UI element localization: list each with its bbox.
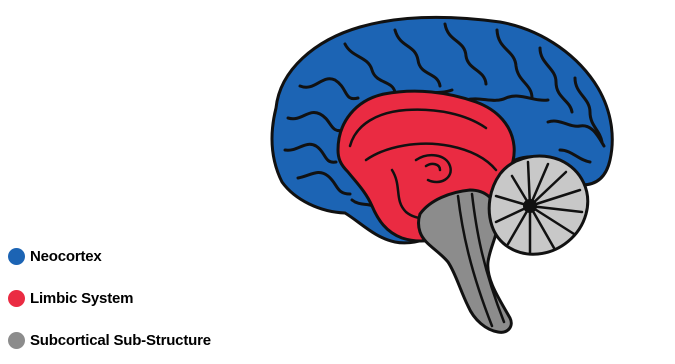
legend-label: Limbic System (30, 290, 133, 307)
legend-item-subcortical: Subcortical Sub-Structure (8, 330, 211, 351)
limbic-swatch (8, 290, 25, 307)
legend: Neocortex Limbic System Subcortical Sub-… (8, 246, 211, 351)
legend-label: Subcortical Sub-Structure (30, 332, 211, 349)
legend-label: Neocortex (30, 248, 102, 265)
neocortex-swatch (8, 248, 25, 265)
subcortical-swatch (8, 332, 25, 349)
legend-item-neocortex: Neocortex (8, 246, 211, 267)
cerebellum (489, 156, 588, 254)
legend-item-limbic-system: Limbic System (8, 288, 211, 309)
